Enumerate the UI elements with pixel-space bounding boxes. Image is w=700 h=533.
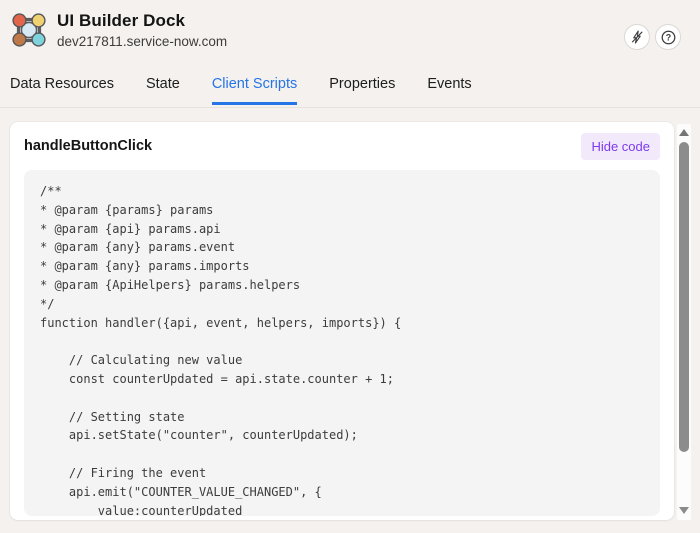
tab-properties[interactable]: Properties xyxy=(329,76,396,92)
svg-text:?: ? xyxy=(665,32,670,42)
instance-url: dev217811.service-now.com xyxy=(57,34,228,49)
client-script-panel: handleButtonClick Hide code /** * @param… xyxy=(10,122,674,520)
vertical-scrollbar[interactable] xyxy=(677,124,691,520)
hide-code-button[interactable]: Hide code xyxy=(581,132,660,160)
ui-builder-dock-logo-icon xyxy=(12,13,46,47)
script-code: /** * @param {params} params * @param {a… xyxy=(40,184,402,516)
help-button[interactable]: ? xyxy=(655,24,681,50)
tabbar-divider xyxy=(0,107,700,108)
scroll-up-arrow-icon[interactable] xyxy=(679,129,689,137)
tab-state[interactable]: State xyxy=(145,76,180,92)
app-header: UI Builder Dock dev217811.service-now.co… xyxy=(0,0,700,62)
tab-bar: Data Resources State Client Scripts Prop… xyxy=(0,70,700,108)
code-editor[interactable]: /** * @param {params} params * @param {a… xyxy=(24,170,660,516)
lightning-slash-button[interactable] xyxy=(624,24,650,50)
script-name: handleButtonClick xyxy=(24,138,153,154)
scroll-down-arrow-icon[interactable] xyxy=(679,507,689,515)
tab-events[interactable]: Events xyxy=(427,76,472,92)
help-icon: ? xyxy=(661,30,675,44)
scrollbar-thumb[interactable] xyxy=(679,142,689,452)
lightning-slash-icon xyxy=(631,30,643,44)
tab-client-scripts[interactable]: Client Scripts xyxy=(211,70,298,105)
tab-data-resources[interactable]: Data Resources xyxy=(10,76,114,92)
header-actions: ? xyxy=(624,24,681,50)
page-title: UI Builder Dock xyxy=(57,11,186,30)
script-panel-header: handleButtonClick Hide code xyxy=(10,122,674,170)
